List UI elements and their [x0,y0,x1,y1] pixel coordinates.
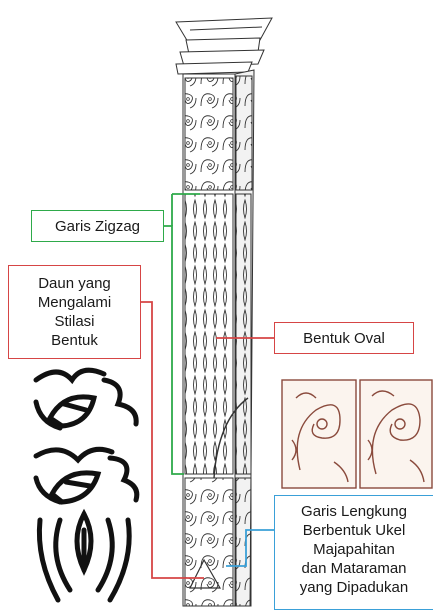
label-line: Daun yang [9,274,140,293]
label-garis-zigzag: Garis Zigzag [31,210,164,242]
label-line: yang Dipadukan [275,578,433,597]
label-line: Garis Zigzag [32,217,163,236]
label-garis-lengkung: Garis Lengkung Berbentuk Ukel Majapahita… [274,495,433,610]
label-line: Berbentuk Ukel [275,521,433,540]
ukel-motif-icon [282,380,432,488]
label-line: Garis Lengkung [275,502,433,521]
leaf-motif-icon [36,370,137,600]
label-line: Bentuk [9,331,140,350]
label-daun-stilasi: Daun yang Mengalami Stilasi Bentuk [8,265,141,359]
label-line: Majapahitan [275,540,433,559]
label-line: dan Mataraman [275,559,433,578]
label-line: Bentuk Oval [275,329,413,348]
label-line: Stilasi [9,312,140,331]
label-bentuk-oval: Bentuk Oval [274,322,414,354]
pillar-drawing [176,18,272,606]
label-line: Mengalami [9,293,140,312]
